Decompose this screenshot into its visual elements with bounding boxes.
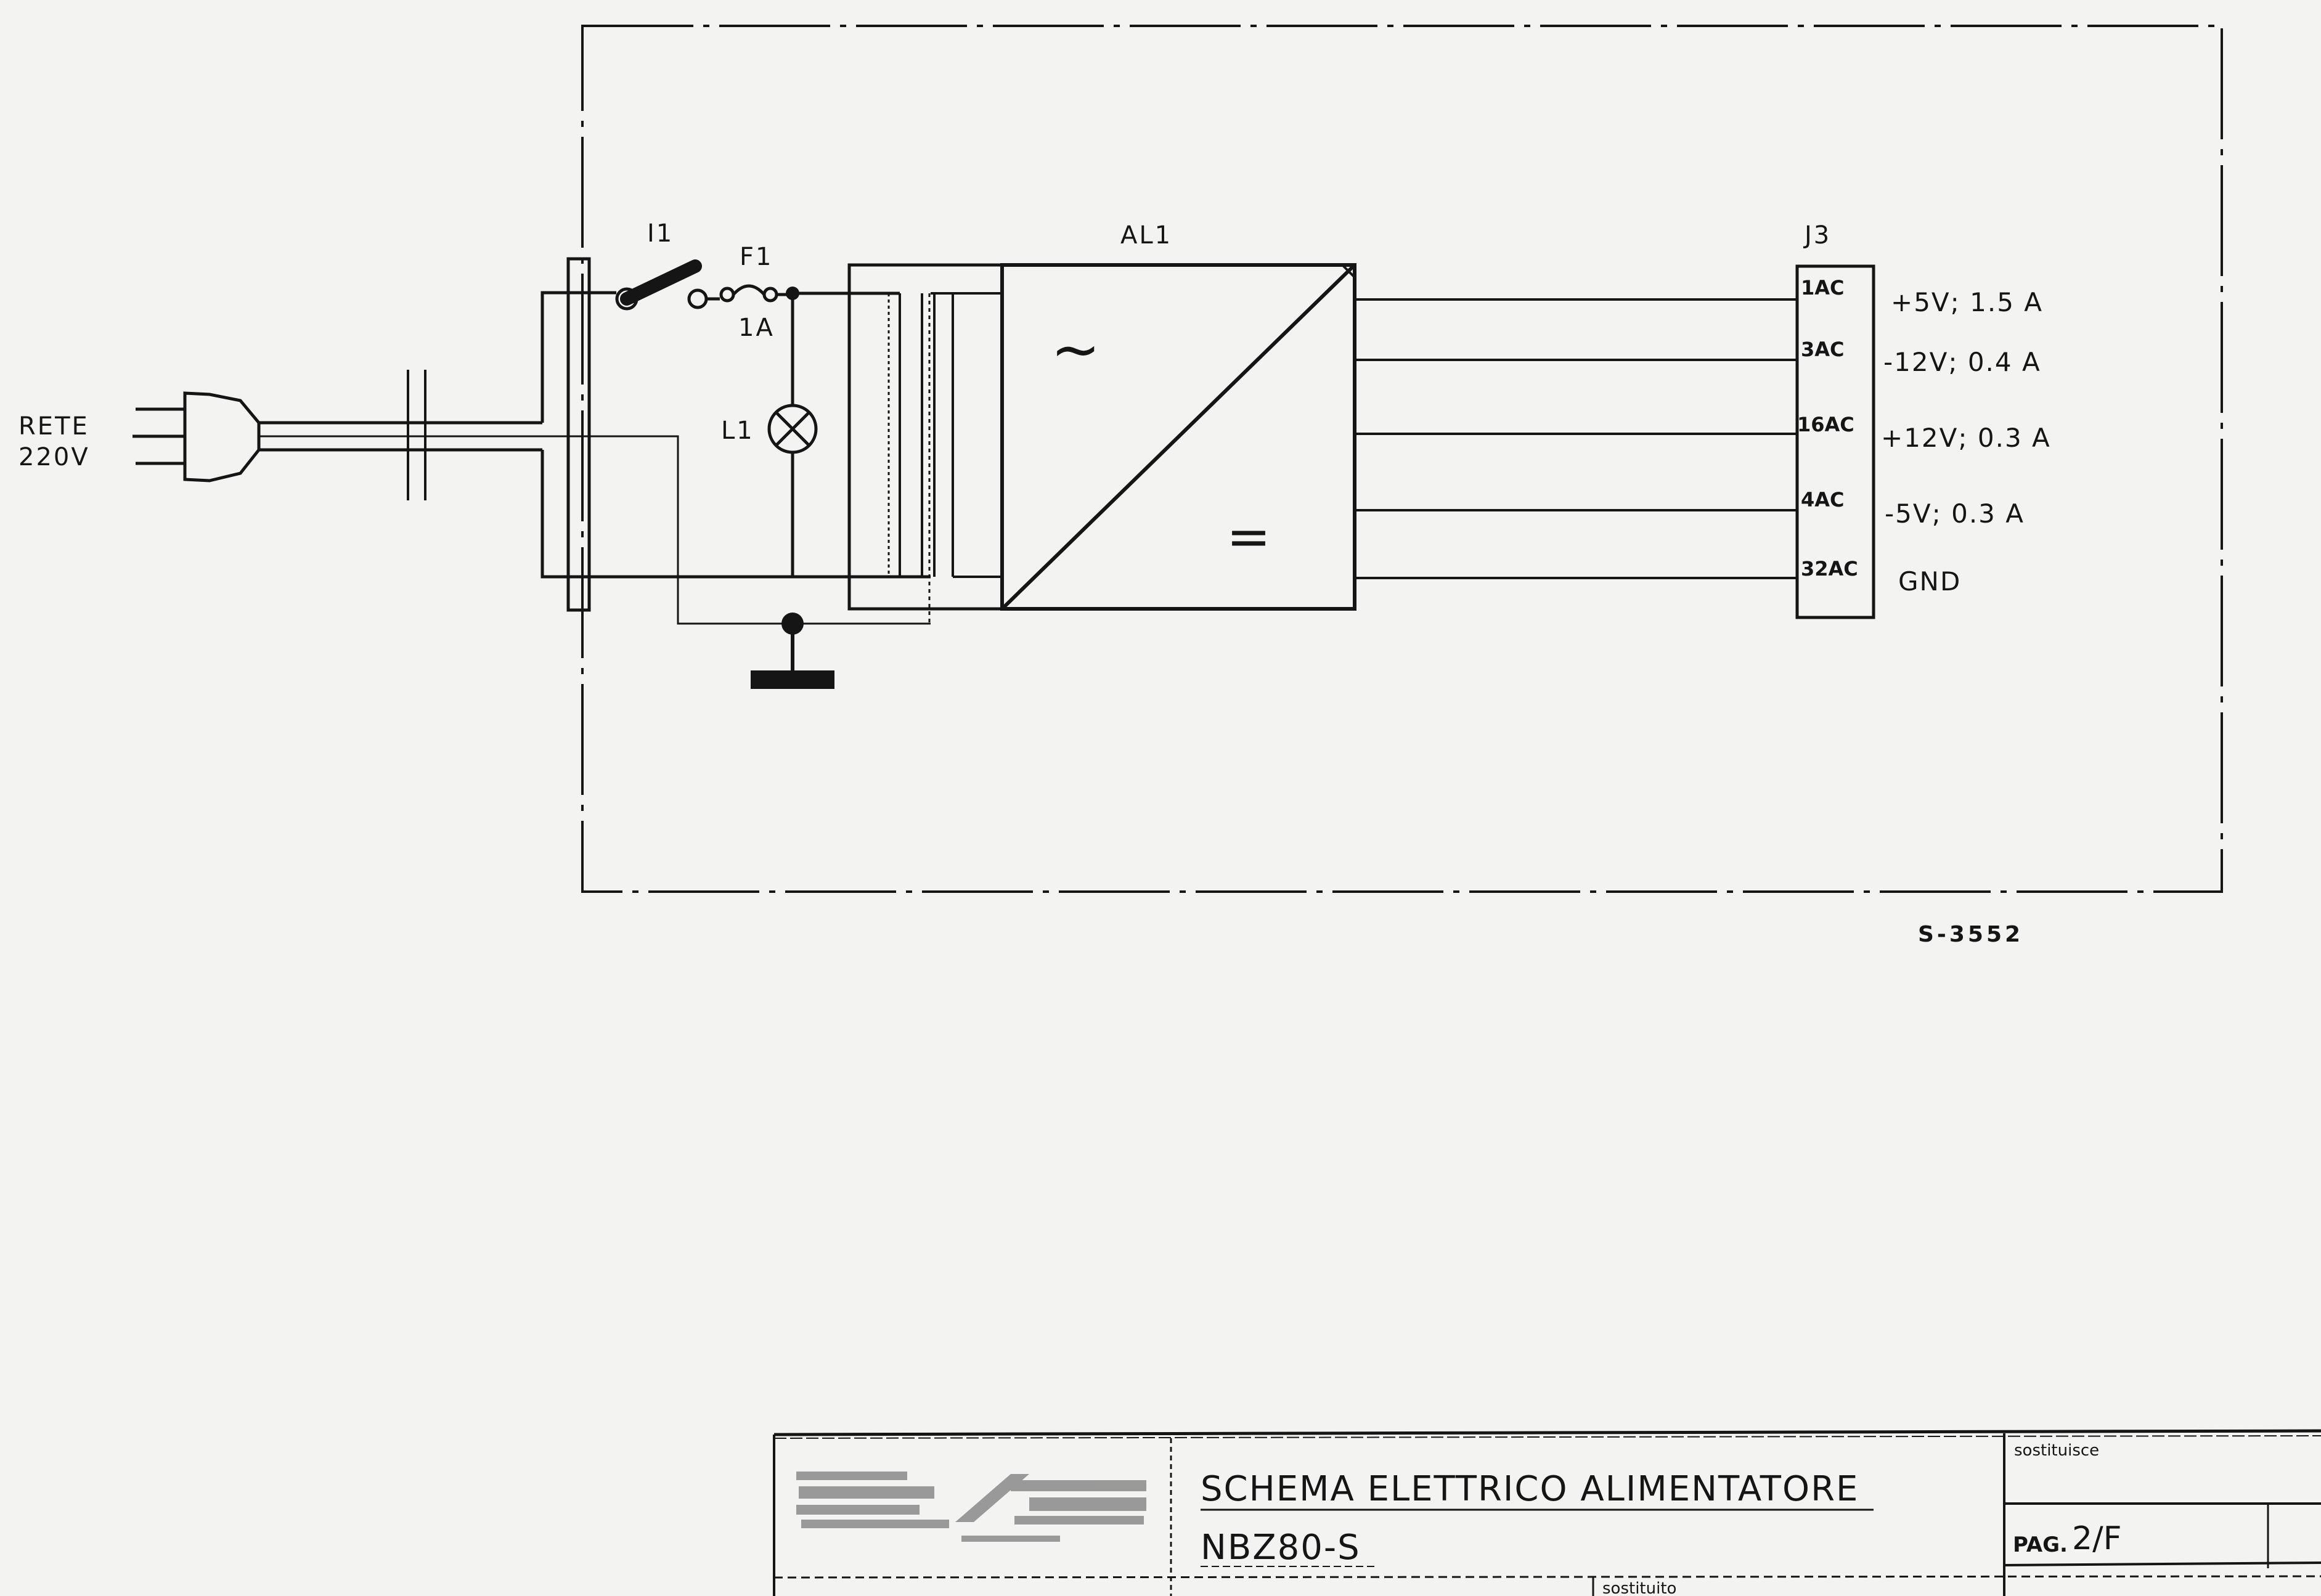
enclosure-border [581, 25, 2223, 893]
mains-plug [133, 391, 308, 482]
mains-cable [308, 291, 931, 625]
drawing-reference: S-3552 [1918, 922, 2023, 947]
ac-symbol: ~ [1051, 315, 1100, 384]
output-value-gnd: GND [1898, 566, 1961, 596]
output-value-minus12v: -12V; 0.4 A [1883, 347, 2041, 377]
psu-label: AL1 [1120, 221, 1172, 250]
mains-label: RETE [18, 412, 89, 441]
output-wires [1355, 298, 1797, 579]
panel-wall [566, 257, 591, 612]
pin-label-1ac: 1AC [1801, 276, 1845, 299]
switch-label: I1 [647, 219, 674, 248]
output-value-12v: +12V; 0.3 A [1881, 423, 2051, 453]
psu-converter-block [1000, 263, 1356, 611]
indicator-lamp [767, 293, 818, 577]
page-number: 2/F [2072, 1520, 2122, 1557]
field-top-right: sostituisce [2014, 1441, 2099, 1460]
company-logo [796, 1472, 1146, 1542]
connector-label: J3 [1803, 221, 1831, 250]
ground-symbol [751, 613, 834, 689]
output-value-5v: +5V; 1.5 A [1891, 287, 2043, 317]
page-prefix: PAG. [2013, 1533, 2068, 1557]
dc-symbol: = [1226, 506, 1271, 568]
pin-label-4ac: 4AC [1801, 488, 1845, 511]
model-name: NBZ80-S [1201, 1528, 1361, 1568]
fuse-label: F1 [740, 243, 773, 271]
fuse [706, 284, 790, 303]
field-bottom: sostituito [1602, 1579, 1676, 1596]
pin-label-32ac: 32AC [1801, 557, 1858, 580]
lamp-label: L1 [721, 417, 754, 445]
title-block [773, 1429, 2321, 1596]
transformer [847, 263, 1004, 624]
pin-label-16ac: 16AC [1797, 413, 1854, 436]
connector-j3 [1795, 264, 1875, 619]
pin-label-3ac: 3AC [1801, 338, 1845, 361]
fuse-rating: 1A [738, 314, 775, 342]
output-value-minus5v: -5V; 0.3 A [1885, 499, 2025, 529]
mains-voltage-label: 220V [18, 443, 90, 471]
drawing-title: SCHEMA ELETTRICO ALIMENTATORE [1201, 1469, 1859, 1509]
power-switch[interactable] [589, 259, 708, 311]
